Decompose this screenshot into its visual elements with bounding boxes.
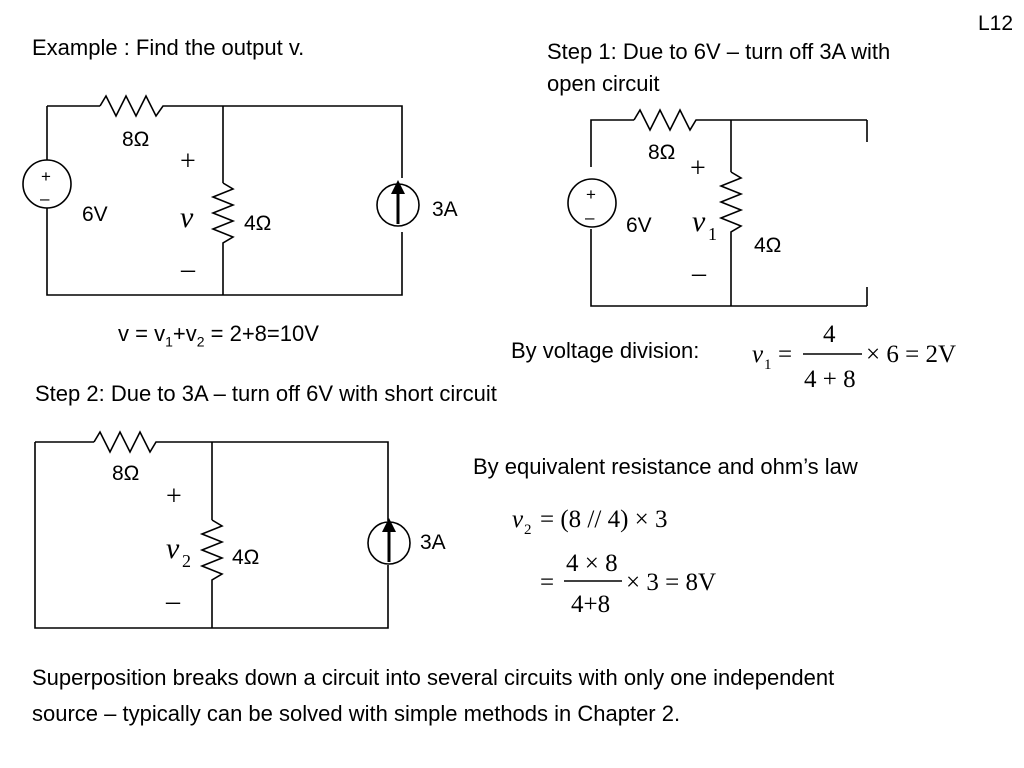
main-label-4ohm: 4Ω [244, 212, 271, 235]
vd-den: 4 + 8 [804, 366, 856, 393]
vd-num: 4 [823, 321, 836, 348]
step1-out-label: v [692, 205, 706, 238]
vd-lhs: v [752, 341, 764, 368]
step1-vs-plus-sign: + [586, 185, 596, 204]
step1-vs-minus-sign: – [585, 208, 595, 227]
summary-line1: Superposition breaks down a circuit into… [32, 665, 835, 690]
step1-title-line2: open circuit [547, 71, 660, 96]
page-label: L12 [978, 12, 1014, 35]
voltage-division-label: By voltage division: [511, 338, 700, 363]
ohm2-eq: = [540, 569, 554, 596]
main-resistor-4ohm [210, 182, 236, 250]
step1-out-sub: 1 [708, 224, 717, 244]
step2-out-sub: 2 [182, 551, 191, 571]
vd-lhs-sub: 1 [764, 357, 772, 373]
step1-label-8ohm: 8Ω [648, 141, 675, 164]
main-out-label: v [180, 201, 194, 234]
step2-resistor-8ohm [93, 430, 160, 454]
example-title: Example : Find the output v. [32, 35, 305, 60]
main-label-3a: 3A [432, 198, 458, 221]
main-wire-bottom [46, 208, 403, 296]
summary-line2: source – typically can be solved with si… [32, 701, 681, 726]
main-out-minus: – [180, 254, 196, 285]
main-wire-top-right [170, 105, 403, 178]
step2-out-plus: + [166, 481, 182, 512]
voltage-division-equation: v 1 = 4 4 + 8 × 6 = 2V [752, 321, 956, 393]
step2-current-arrow-icon [382, 518, 396, 532]
vd-tail: × 6 = 2V [866, 341, 956, 368]
main-label-6v: 6V [82, 203, 108, 226]
result-plus: +v [172, 321, 197, 346]
main-voltage-source [22, 159, 72, 209]
step1-wire-bottom [590, 229, 867, 307]
step2-wire-top-right [160, 441, 389, 521]
step2-label-8ohm: 8Ω [112, 462, 139, 485]
main-label-8ohm: 8Ω [122, 128, 149, 151]
ohm2-tail: × 3 = 8V [626, 569, 716, 596]
step2-label-4ohm: 4Ω [232, 546, 259, 569]
step1-label-4ohm: 4Ω [754, 234, 781, 257]
result-sub2: 2 [196, 333, 205, 350]
superposition-result: v = v1+v2 = 2+8=10V [118, 320, 319, 351]
ohm1-rhs: = (8 // 4) × 3 [540, 506, 668, 533]
step2-out-label: v [166, 532, 180, 565]
vd-eq: = [778, 341, 792, 368]
main-resistor-8ohm [99, 94, 170, 118]
result-rhs: = 2+8=10V [204, 321, 319, 346]
result-lhs: v = v [118, 321, 166, 346]
step1-resistor-8ohm [633, 108, 700, 132]
main-vs-minus-sign: – [40, 189, 50, 208]
step1-out-plus: + [690, 153, 706, 184]
step1-out-minus: – [691, 258, 707, 289]
ohm-equation-1: v 2 = (8 // 4) × 3 [512, 506, 668, 538]
equivalent-resistance-label: By equivalent resistance and ohm’s law [473, 454, 858, 479]
ohm1-lhs: v [512, 506, 524, 533]
main-vs-plus-sign: + [41, 167, 51, 186]
step2-label-3a: 3A [420, 531, 446, 554]
step1-title-line1: Step 1: Due to 6V – turn off 3A with [547, 39, 891, 64]
step1-wire-top-left [590, 119, 634, 167]
ohm2-den: 4+8 [571, 591, 610, 618]
ohm2-num: 4 × 8 [566, 550, 618, 577]
step1-label-6v: 6V [626, 214, 652, 237]
step2-resistor-4ohm [199, 519, 225, 585]
step2-title: Step 2: Due to 3A – turn off 6V with sho… [35, 381, 497, 406]
step1-voltage-source [567, 178, 617, 228]
ohm1-lhs-sub: 2 [524, 522, 532, 538]
main-out-plus: + [180, 146, 196, 177]
result-sub1: 1 [165, 333, 173, 350]
step2-out-minus: – [165, 586, 181, 617]
step1-resistor-4ohm [718, 171, 744, 252]
ohm-equation-2: = 4 × 8 4+8 × 3 = 8V [540, 550, 716, 618]
main-current-arrow-icon [391, 180, 405, 194]
